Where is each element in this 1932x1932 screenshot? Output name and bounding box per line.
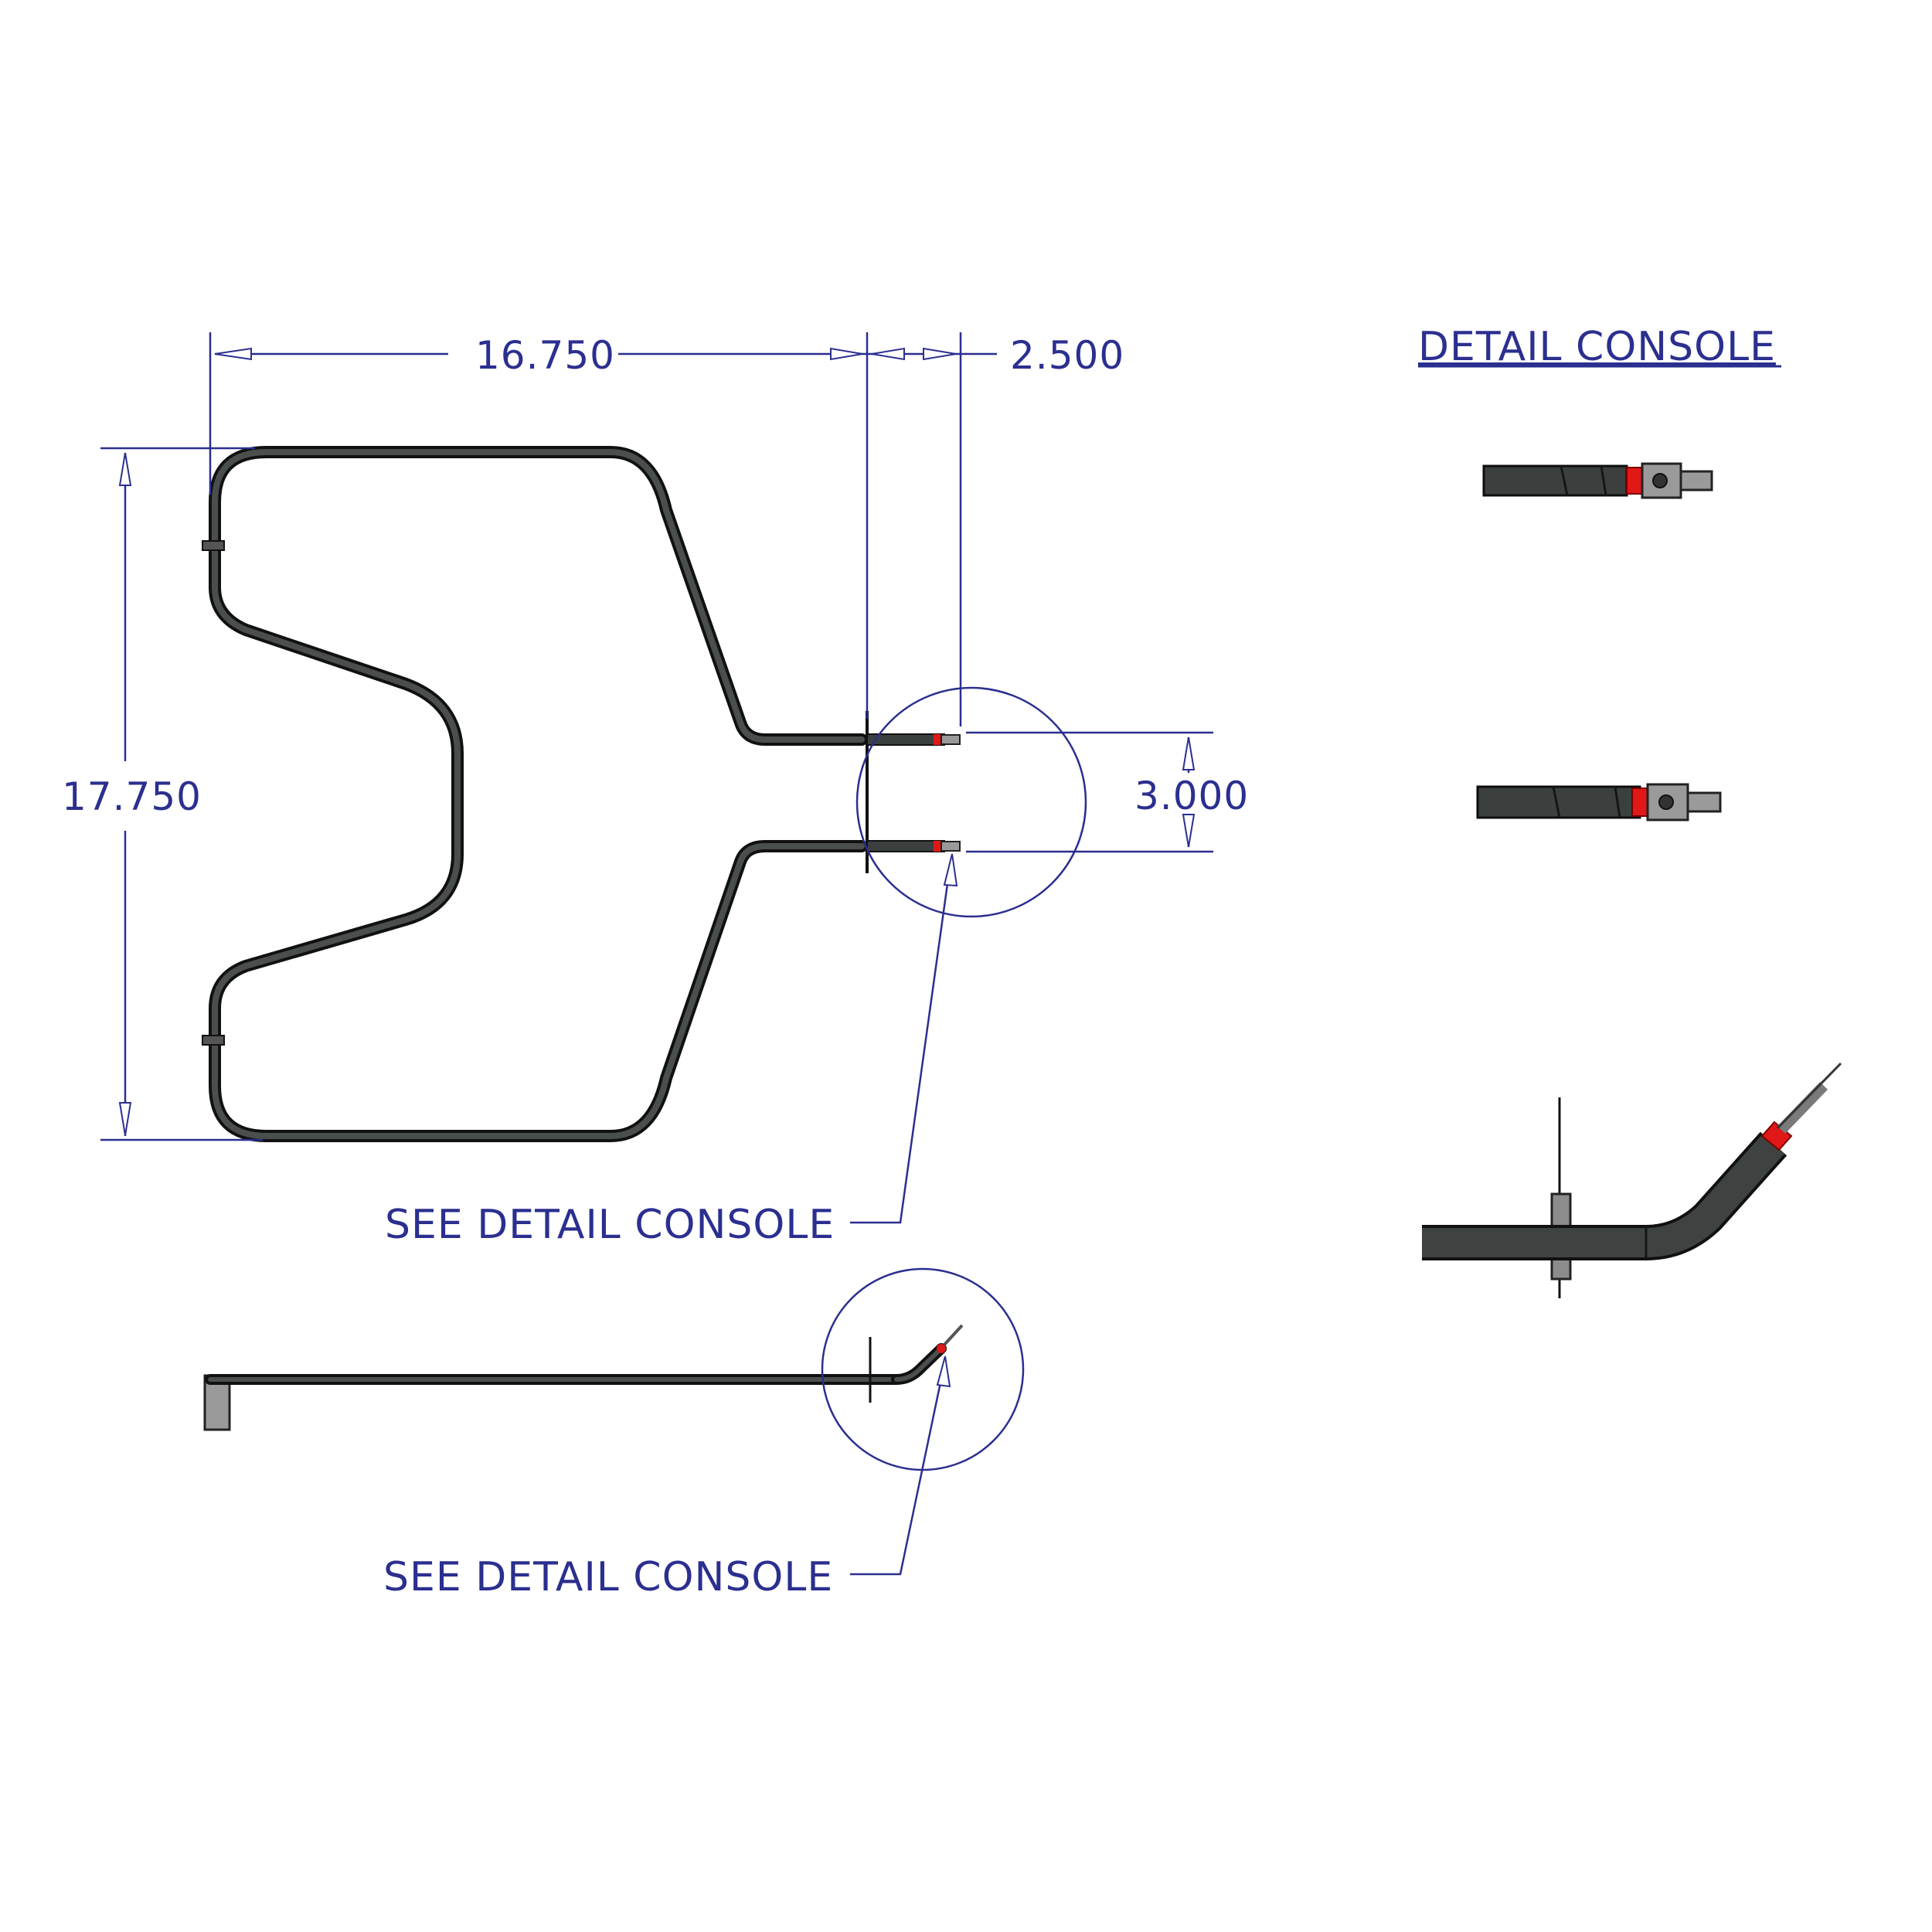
dimension-width-label: 16.750: [475, 333, 615, 378]
side-view-terminal-tab: [943, 1324, 964, 1346]
callout-side-label: SEE DETAIL CONSOLE: [383, 1554, 833, 1600]
dimension-height: 17.750: [62, 447, 263, 1141]
callout-top-leader: [850, 853, 958, 1224]
detail-console-title: DETAIL CONSOLE: [1418, 324, 1776, 370]
dimension-width: 16.750: [209, 332, 869, 719]
dimension-terminal-spacing: 3.000: [966, 731, 1249, 853]
detail-terminal-lower: [1476, 783, 1722, 821]
callout-top-label: SEE DETAIL CONSOLE: [385, 1202, 835, 1248]
detail-terminal-upper: [1482, 462, 1713, 499]
dimension-offset-label: 2.500: [1010, 333, 1124, 378]
terminal-lower-tab: [940, 841, 961, 852]
dimension-terminal-spacing-label: 3.000: [1134, 774, 1249, 818]
terminal-upper-insulator: [934, 734, 941, 745]
terminal-lower: [866, 840, 945, 852]
side-view-element: [203, 1324, 964, 1431]
detail-side-bend: [1422, 1062, 1842, 1298]
callout-side-leader: [850, 1355, 951, 1576]
terminal-upper-tab: [940, 734, 961, 745]
support-clip-lower: [202, 1035, 225, 1046]
dimension-offset: 2.500: [867, 332, 1124, 726]
detail-circle-top: [855, 686, 1087, 918]
side-view-insulator: [937, 1344, 946, 1353]
dimension-height-label: 17.750: [62, 774, 202, 819]
top-view-element: [202, 446, 961, 1142]
support-clip-upper: [202, 540, 225, 551]
terminal-lower-insulator: [934, 841, 941, 852]
